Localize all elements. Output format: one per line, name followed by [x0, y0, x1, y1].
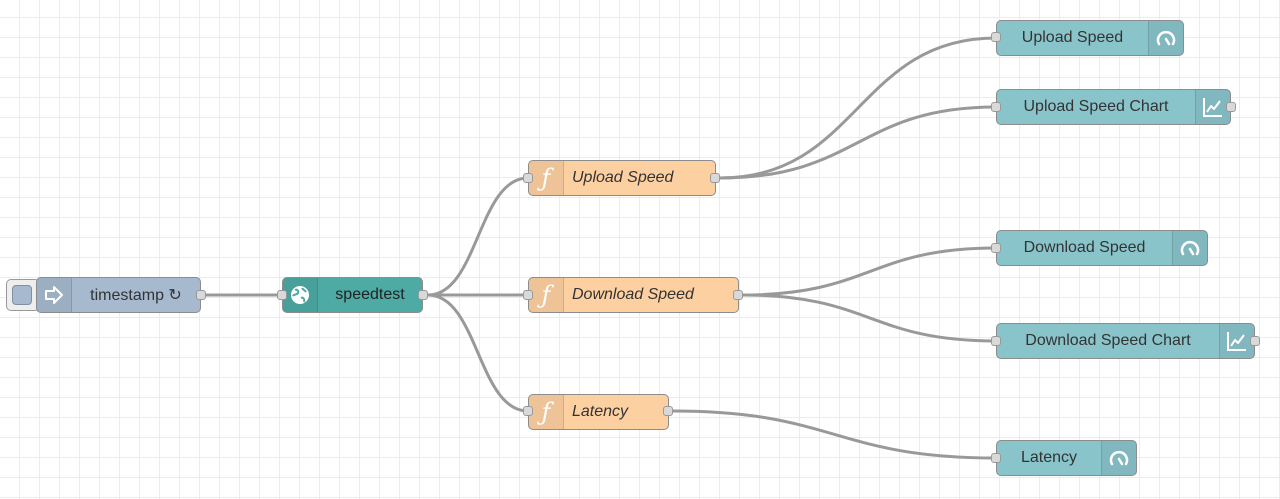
node-gauge-upload-label: Upload Speed — [1021, 29, 1124, 46]
port-input-latency-function[interactable] — [523, 406, 533, 416]
port-input-download-chart[interactable] — [991, 336, 1001, 346]
node-gauge-download-speed[interactable]: Download Speed — [996, 230, 1208, 266]
port-input-upload-function[interactable] — [523, 173, 533, 183]
inject-trigger-icon[interactable] — [12, 285, 32, 305]
port-output-upload-function[interactable] — [710, 173, 720, 183]
node-inject-timestamp[interactable]: timestamp ↻ — [36, 277, 201, 313]
wire-speedtest-upload[interactable] — [427, 176, 529, 297]
wire-speedtest-latency[interactable] — [427, 293, 529, 413]
wire-download-chart[interactable] — [742, 293, 997, 343]
port-input-speedtest[interactable] — [277, 290, 287, 300]
gauge-icon — [1101, 441, 1136, 475]
wire-upload-gauge[interactable] — [719, 36, 997, 180]
node-speedtest[interactable]: speedtest — [282, 277, 423, 313]
wire-upload-chart[interactable] — [719, 105, 997, 180]
node-gauge-download-label: Download Speed — [1023, 239, 1146, 256]
node-speedtest-label: speedtest — [335, 286, 405, 303]
node-function-upload-label: Upload Speed — [572, 169, 674, 186]
port-output-upload-chart[interactable] — [1226, 102, 1236, 112]
node-function-download-speed[interactable]: ƒ Download Speed — [528, 277, 739, 313]
node-chart-upload-speed[interactable]: Upload Speed Chart — [996, 89, 1231, 125]
wire-download-gauge[interactable] — [742, 246, 997, 297]
inject-trigger-button[interactable] — [6, 279, 40, 311]
node-gauge-latency[interactable]: Latency — [996, 440, 1137, 476]
port-output-latency-function[interactable] — [663, 406, 673, 416]
node-gauge-latency-label: Latency — [1020, 449, 1078, 466]
port-input-download-gauge[interactable] — [991, 243, 1001, 253]
port-input-upload-chart[interactable] — [991, 102, 1001, 112]
node-function-download-label: Download Speed — [572, 286, 694, 303]
wire-latency-gauge[interactable] — [672, 409, 997, 460]
node-function-latency-label: Latency — [572, 403, 629, 420]
globe-icon — [283, 278, 318, 312]
port-input-upload-gauge[interactable] — [991, 32, 1001, 42]
port-input-download-function[interactable] — [523, 290, 533, 300]
port-output-speedtest[interactable] — [418, 290, 428, 300]
node-chart-download-label: Download Speed Chart — [1025, 332, 1191, 349]
gauge-icon — [1172, 231, 1207, 265]
node-chart-download-speed[interactable]: Download Speed Chart — [996, 323, 1255, 359]
port-output-download-chart[interactable] — [1250, 336, 1260, 346]
port-output-inject[interactable] — [196, 290, 206, 300]
function-icon: ƒ — [529, 278, 564, 312]
port-output-download-function[interactable] — [733, 290, 743, 300]
node-chart-upload-label: Upload Speed Chart — [1023, 98, 1169, 115]
function-icon: ƒ — [529, 395, 564, 429]
gauge-icon — [1148, 21, 1183, 55]
chart-icon — [1195, 90, 1230, 124]
port-input-latency-gauge[interactable] — [991, 453, 1001, 463]
inject-arrow-icon — [37, 278, 72, 312]
chart-icon — [1219, 324, 1254, 358]
node-function-upload-speed[interactable]: ƒ Upload Speed — [528, 160, 716, 196]
node-gauge-upload-speed[interactable]: Upload Speed — [996, 20, 1184, 56]
node-inject-label: timestamp ↻ — [90, 287, 182, 304]
function-icon: ƒ — [529, 161, 564, 195]
node-function-latency[interactable]: ƒ Latency — [528, 394, 669, 430]
